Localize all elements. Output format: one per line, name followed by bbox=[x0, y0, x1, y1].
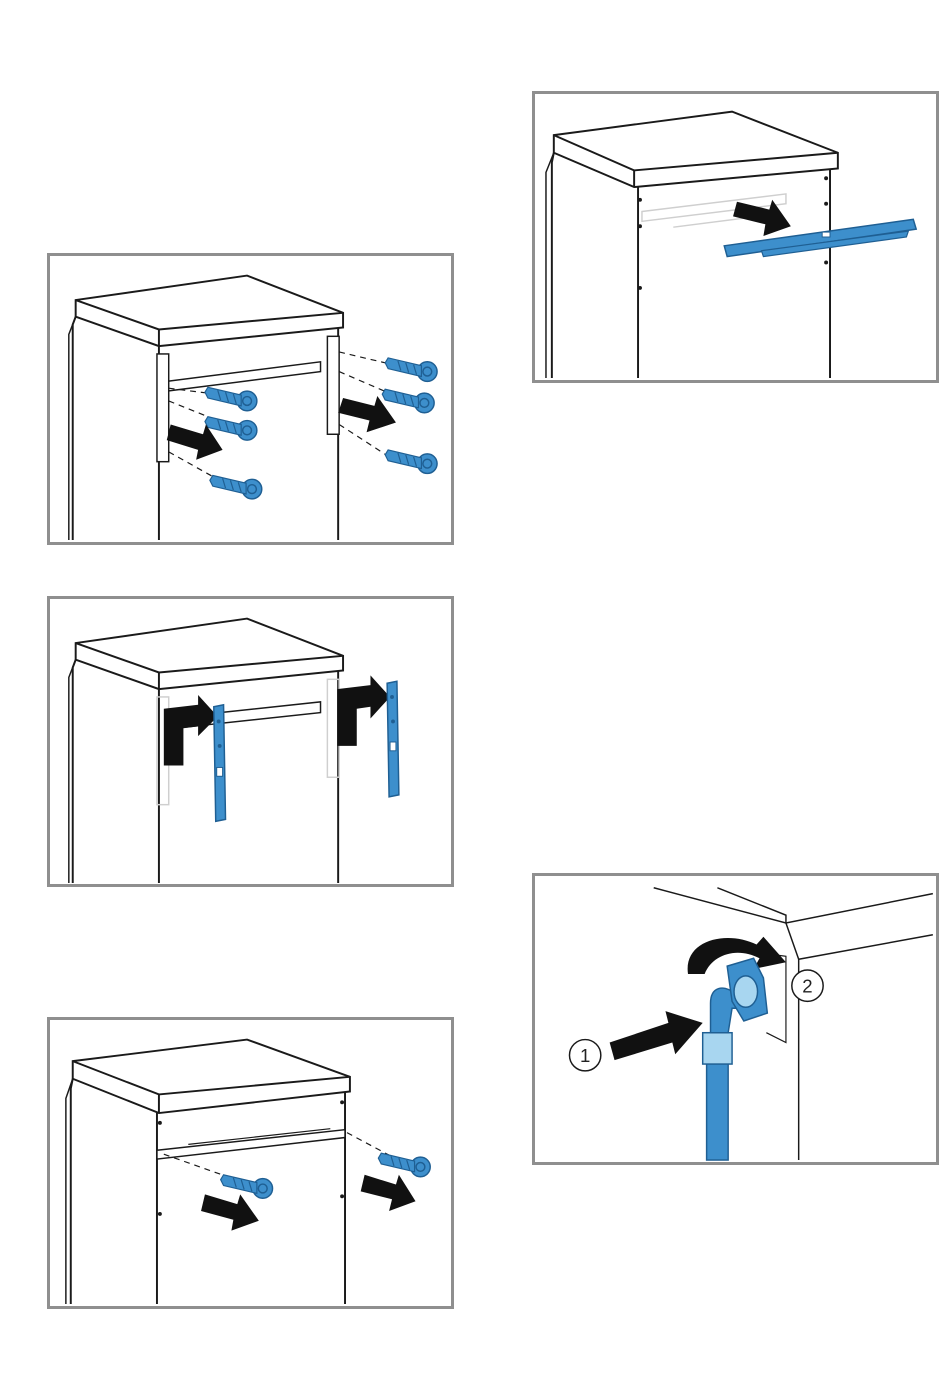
illustration-remove-rail bbox=[535, 94, 936, 380]
illustration-remove-screws-rear bbox=[50, 1020, 451, 1306]
screw-icon bbox=[210, 475, 262, 499]
callout-1-label: 1 bbox=[580, 1045, 590, 1066]
illustration-remove-brackets bbox=[50, 599, 451, 884]
screw-icon bbox=[221, 1175, 273, 1199]
figure-remove-side-brackets bbox=[47, 596, 454, 887]
callout-2-label: 2 bbox=[802, 976, 812, 997]
screw-icon bbox=[385, 358, 437, 382]
callout-2: 2 bbox=[792, 970, 823, 1001]
rail-icon bbox=[724, 219, 916, 256]
illustration-connect-hose: 1 2 bbox=[535, 876, 936, 1162]
screw-icon bbox=[205, 387, 257, 411]
screw-icon bbox=[382, 389, 434, 413]
screw-icon bbox=[378, 1153, 430, 1177]
figure-remove-rear-rail bbox=[532, 91, 939, 383]
figure-connect-water-hose: 1 2 bbox=[532, 873, 939, 1165]
callout-1: 1 bbox=[569, 1040, 600, 1071]
screw-icon bbox=[385, 450, 437, 474]
bracket-icon bbox=[214, 705, 226, 822]
push-arrow-icon bbox=[610, 1011, 703, 1060]
figure-remove-transport-screws-side bbox=[47, 253, 454, 545]
figure-remove-transport-screws-rear bbox=[47, 1017, 454, 1309]
illustration-remove-screws-side bbox=[50, 256, 451, 542]
bracket-icon bbox=[387, 681, 399, 797]
